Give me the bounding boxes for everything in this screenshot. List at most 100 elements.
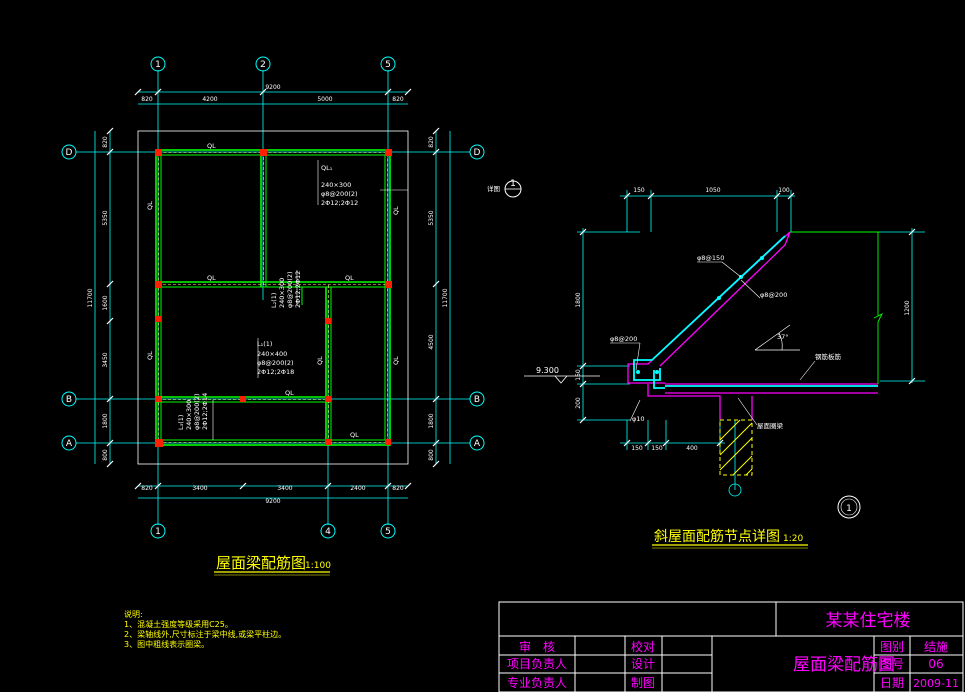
detail-dim-bottom-2: 150 xyxy=(651,445,663,452)
detail-layer-label: 钢筋板筋 xyxy=(815,352,842,361)
notes-heading: 说明: xyxy=(124,609,143,619)
l2-spec-1: 240×300 xyxy=(278,278,286,308)
detail-scale: 1:20 xyxy=(783,534,803,544)
notes-line-1: 1、混凝土强度等级采用C25。 xyxy=(124,619,233,629)
detail-elevation: 9.300 xyxy=(536,366,559,375)
ql-spec-2: φ8@200(2) xyxy=(321,190,358,198)
beam-spec-l1: L₁(1) 240×400 φ8@200(2) 2Φ12;2Φ18 xyxy=(257,340,294,376)
ql-label-right-upper: QL xyxy=(392,206,400,215)
tb-row3-label2: 制图 xyxy=(631,676,655,690)
l1-spec-3: 2Φ12;2Φ18 xyxy=(257,368,294,376)
detail-rebar-label-3: φ8@200 xyxy=(610,335,637,343)
dim-right-1: 820 xyxy=(428,136,435,148)
tb-row1-label: 审 核 xyxy=(519,639,555,654)
ql-label-lower: QL xyxy=(285,389,294,397)
dim-bottom-total: 9200 xyxy=(265,498,280,505)
axis-top-1: 1 xyxy=(155,60,161,70)
dim-left-5: 1800 xyxy=(102,413,109,428)
dim-left-4: 3450 xyxy=(102,352,109,367)
detail-dim-top-1: 150 xyxy=(633,187,645,194)
plan-dimension-text-vertical: 820 5350 1600 3450 1800 800 11700 820 53… xyxy=(87,136,449,461)
dim-right-3: 4500 xyxy=(428,334,435,349)
l2-spec-2: φ8@200(2) xyxy=(286,271,294,308)
detail-title: 斜屋面配筋节点详图 xyxy=(654,528,780,545)
dim-top-3: 5000 xyxy=(317,96,332,103)
l1-spec-2: φ8@200(2) xyxy=(257,359,294,367)
ql-label-bottom: QL xyxy=(350,431,359,439)
plan-title: 屋面梁配筋图 xyxy=(216,554,306,572)
ql-label-mid-left: QL xyxy=(207,274,216,282)
l2-spec-0: L₂(1) xyxy=(270,293,278,308)
l1-spec-0: L₁(1) xyxy=(257,340,272,348)
notes-block: 说明: 1、混凝土强度等级采用C25。 2、梁轴线外,尺寸标注于梁中线,或梁平柱… xyxy=(124,609,286,649)
dim-right-5: 800 xyxy=(428,449,435,461)
axis-bottom-3: 5 xyxy=(385,527,391,537)
detail-dim-left-upper: 1800 xyxy=(575,292,582,307)
axis-bubbles xyxy=(61,56,522,539)
title-block xyxy=(498,601,964,692)
dim-top-total: 9200 xyxy=(265,84,280,91)
detail-angle: 37° xyxy=(777,333,789,341)
ql-label-top: QL xyxy=(207,142,216,150)
section-tag: 详图 xyxy=(487,184,500,193)
dim-left-2: 5350 xyxy=(102,210,109,225)
l3-spec-2: φ8@200(2) xyxy=(193,393,201,430)
axis-top-3: 5 xyxy=(385,60,391,70)
dim-top-1: 820 xyxy=(141,96,153,103)
l1-spec-1: 240×400 xyxy=(257,350,287,358)
detail-dimension-text: 150 1050 100 1800 150 200 1200 150 150 4… xyxy=(575,187,911,452)
notes-line-3: 3、图中粗线表示圈梁。 xyxy=(124,639,209,649)
axis-right-d: D xyxy=(474,148,481,158)
axis-right-a: A xyxy=(474,439,481,449)
detail-dim-bottom-3: 400 xyxy=(686,445,698,452)
ql-label-center: QL xyxy=(316,356,324,365)
detail-rebar-label-4: φ10 xyxy=(632,415,645,423)
dim-bottom-5: 820 xyxy=(392,485,404,492)
plan-columns xyxy=(155,149,392,447)
tb-meta1-value: 结施 xyxy=(924,640,948,654)
tb-row1-label2: 校对 xyxy=(631,639,655,654)
dim-bottom-1: 820 xyxy=(141,485,153,492)
beam-spec-l2: L₂(1) 240×300 φ8@200(2) 2Φ12;2Φ12 xyxy=(270,271,302,308)
axis-bottom-2: 4 xyxy=(325,527,331,537)
detail-dim-right: 1200 xyxy=(904,300,911,315)
dim-top-4: 820 xyxy=(392,96,404,103)
beam-spec-ql: QL₁ 240×300 φ8@200(2) 2Φ12;2Φ12 xyxy=(321,164,358,207)
ql-label-left-lower: QL xyxy=(146,351,154,360)
dim-bottom-4: 2400 xyxy=(350,485,365,492)
tb-row2-label2: 设计 xyxy=(631,657,655,671)
tb-meta2-value: 06 xyxy=(928,657,943,671)
detail-dim-top-3: 100 xyxy=(778,187,790,194)
plan-scale: 1:100 xyxy=(305,561,331,571)
detail-dim-top-2: 1050 xyxy=(705,187,720,194)
detail-number: 1 xyxy=(846,504,852,514)
axis-top-2: 2 xyxy=(260,60,266,70)
ql-label-right-lower: QL xyxy=(392,356,400,365)
plan-dimension-text: 820 4200 5000 820 9200 820 3400 3400 240… xyxy=(141,84,404,505)
detail-beam-label: 屋面圈梁 xyxy=(757,421,784,430)
tb-drawing-title: 屋面梁配筋图 xyxy=(793,655,895,675)
dim-top-2: 4200 xyxy=(202,96,217,103)
dim-left-3: 1600 xyxy=(102,295,109,310)
l3-spec-1: 240×300 xyxy=(185,400,193,430)
beam-leaders xyxy=(212,160,408,440)
dim-left-total: 11700 xyxy=(87,288,94,307)
tb-meta3-value: 2009-11 xyxy=(913,677,959,690)
detail-dim-left-lower-1: 150 xyxy=(575,369,582,381)
plan-view xyxy=(76,70,470,525)
l2-spec-3: 2Φ12;2Φ12 xyxy=(294,271,302,308)
axis-right-b: B xyxy=(474,395,480,405)
title-block-text: 某某住宅楼 屋面梁配筋图 审 核 校对 项目负责人 设计 专业负责人 制图 图别… xyxy=(507,611,959,690)
dim-left-6: 800 xyxy=(102,449,109,461)
dim-bottom-2: 3400 xyxy=(192,485,207,492)
detail-rebar-label-2: φ8@200 xyxy=(760,291,787,299)
l3-spec-3: 2Φ12;2Φ14 xyxy=(201,393,209,430)
tb-row3-label: 专业负责人 xyxy=(507,675,567,690)
dim-bottom-3: 3400 xyxy=(277,485,292,492)
axis-left-d: D xyxy=(66,148,73,158)
detail-dim-left-lower-2: 200 xyxy=(575,397,582,409)
tb-meta2-key: 图号 xyxy=(880,657,904,671)
detail-labels: 9.300 37° φ8@150 φ8@200 φ8@200 φ10 钢筋板筋 … xyxy=(536,254,842,430)
ql-label-left-upper: QL xyxy=(146,201,154,210)
